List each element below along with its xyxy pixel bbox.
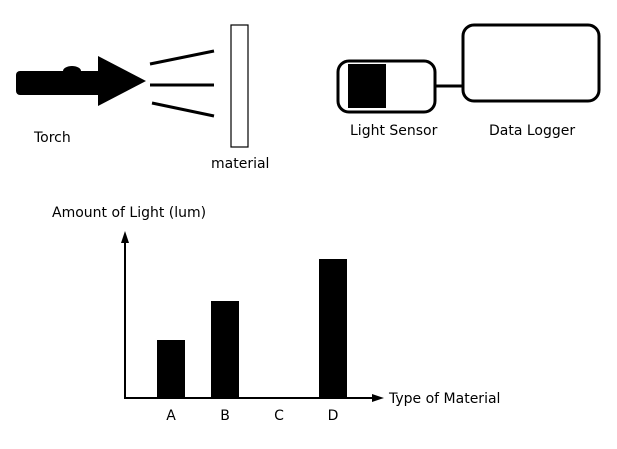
bar-a	[157, 340, 185, 398]
category-label-a: A	[166, 408, 176, 424]
y-axis-arrow	[121, 231, 129, 243]
bar-b	[211, 301, 239, 398]
light-sensor-window	[348, 64, 386, 108]
bars	[157, 259, 347, 398]
light-ray-upper	[149, 49, 215, 66]
y-axis-label: Amount of Light (lum)	[52, 205, 206, 221]
data-logger	[461, 23, 601, 103]
light-rays	[149, 49, 215, 118]
category-label-c: C	[274, 408, 284, 424]
torch-icon	[16, 56, 146, 106]
bar-chart: Amount of Light (lum) Type of Material A…	[52, 205, 500, 424]
light-sensor	[336, 59, 437, 114]
bar-d	[319, 259, 347, 398]
x-axis-label: Type of Material	[388, 391, 500, 407]
x-axis-arrow	[372, 394, 384, 402]
light-ray-lower	[151, 101, 215, 118]
data-logger-label: Data Logger	[489, 123, 575, 139]
torch-label: Torch	[33, 130, 71, 146]
material-sample	[230, 24, 249, 148]
light-sensor-label: Light Sensor	[350, 123, 438, 139]
category-tick-labels: A B C D	[166, 408, 338, 424]
category-label-b: B	[220, 408, 230, 424]
category-label-d: D	[328, 408, 339, 424]
material-label: material	[211, 156, 269, 172]
